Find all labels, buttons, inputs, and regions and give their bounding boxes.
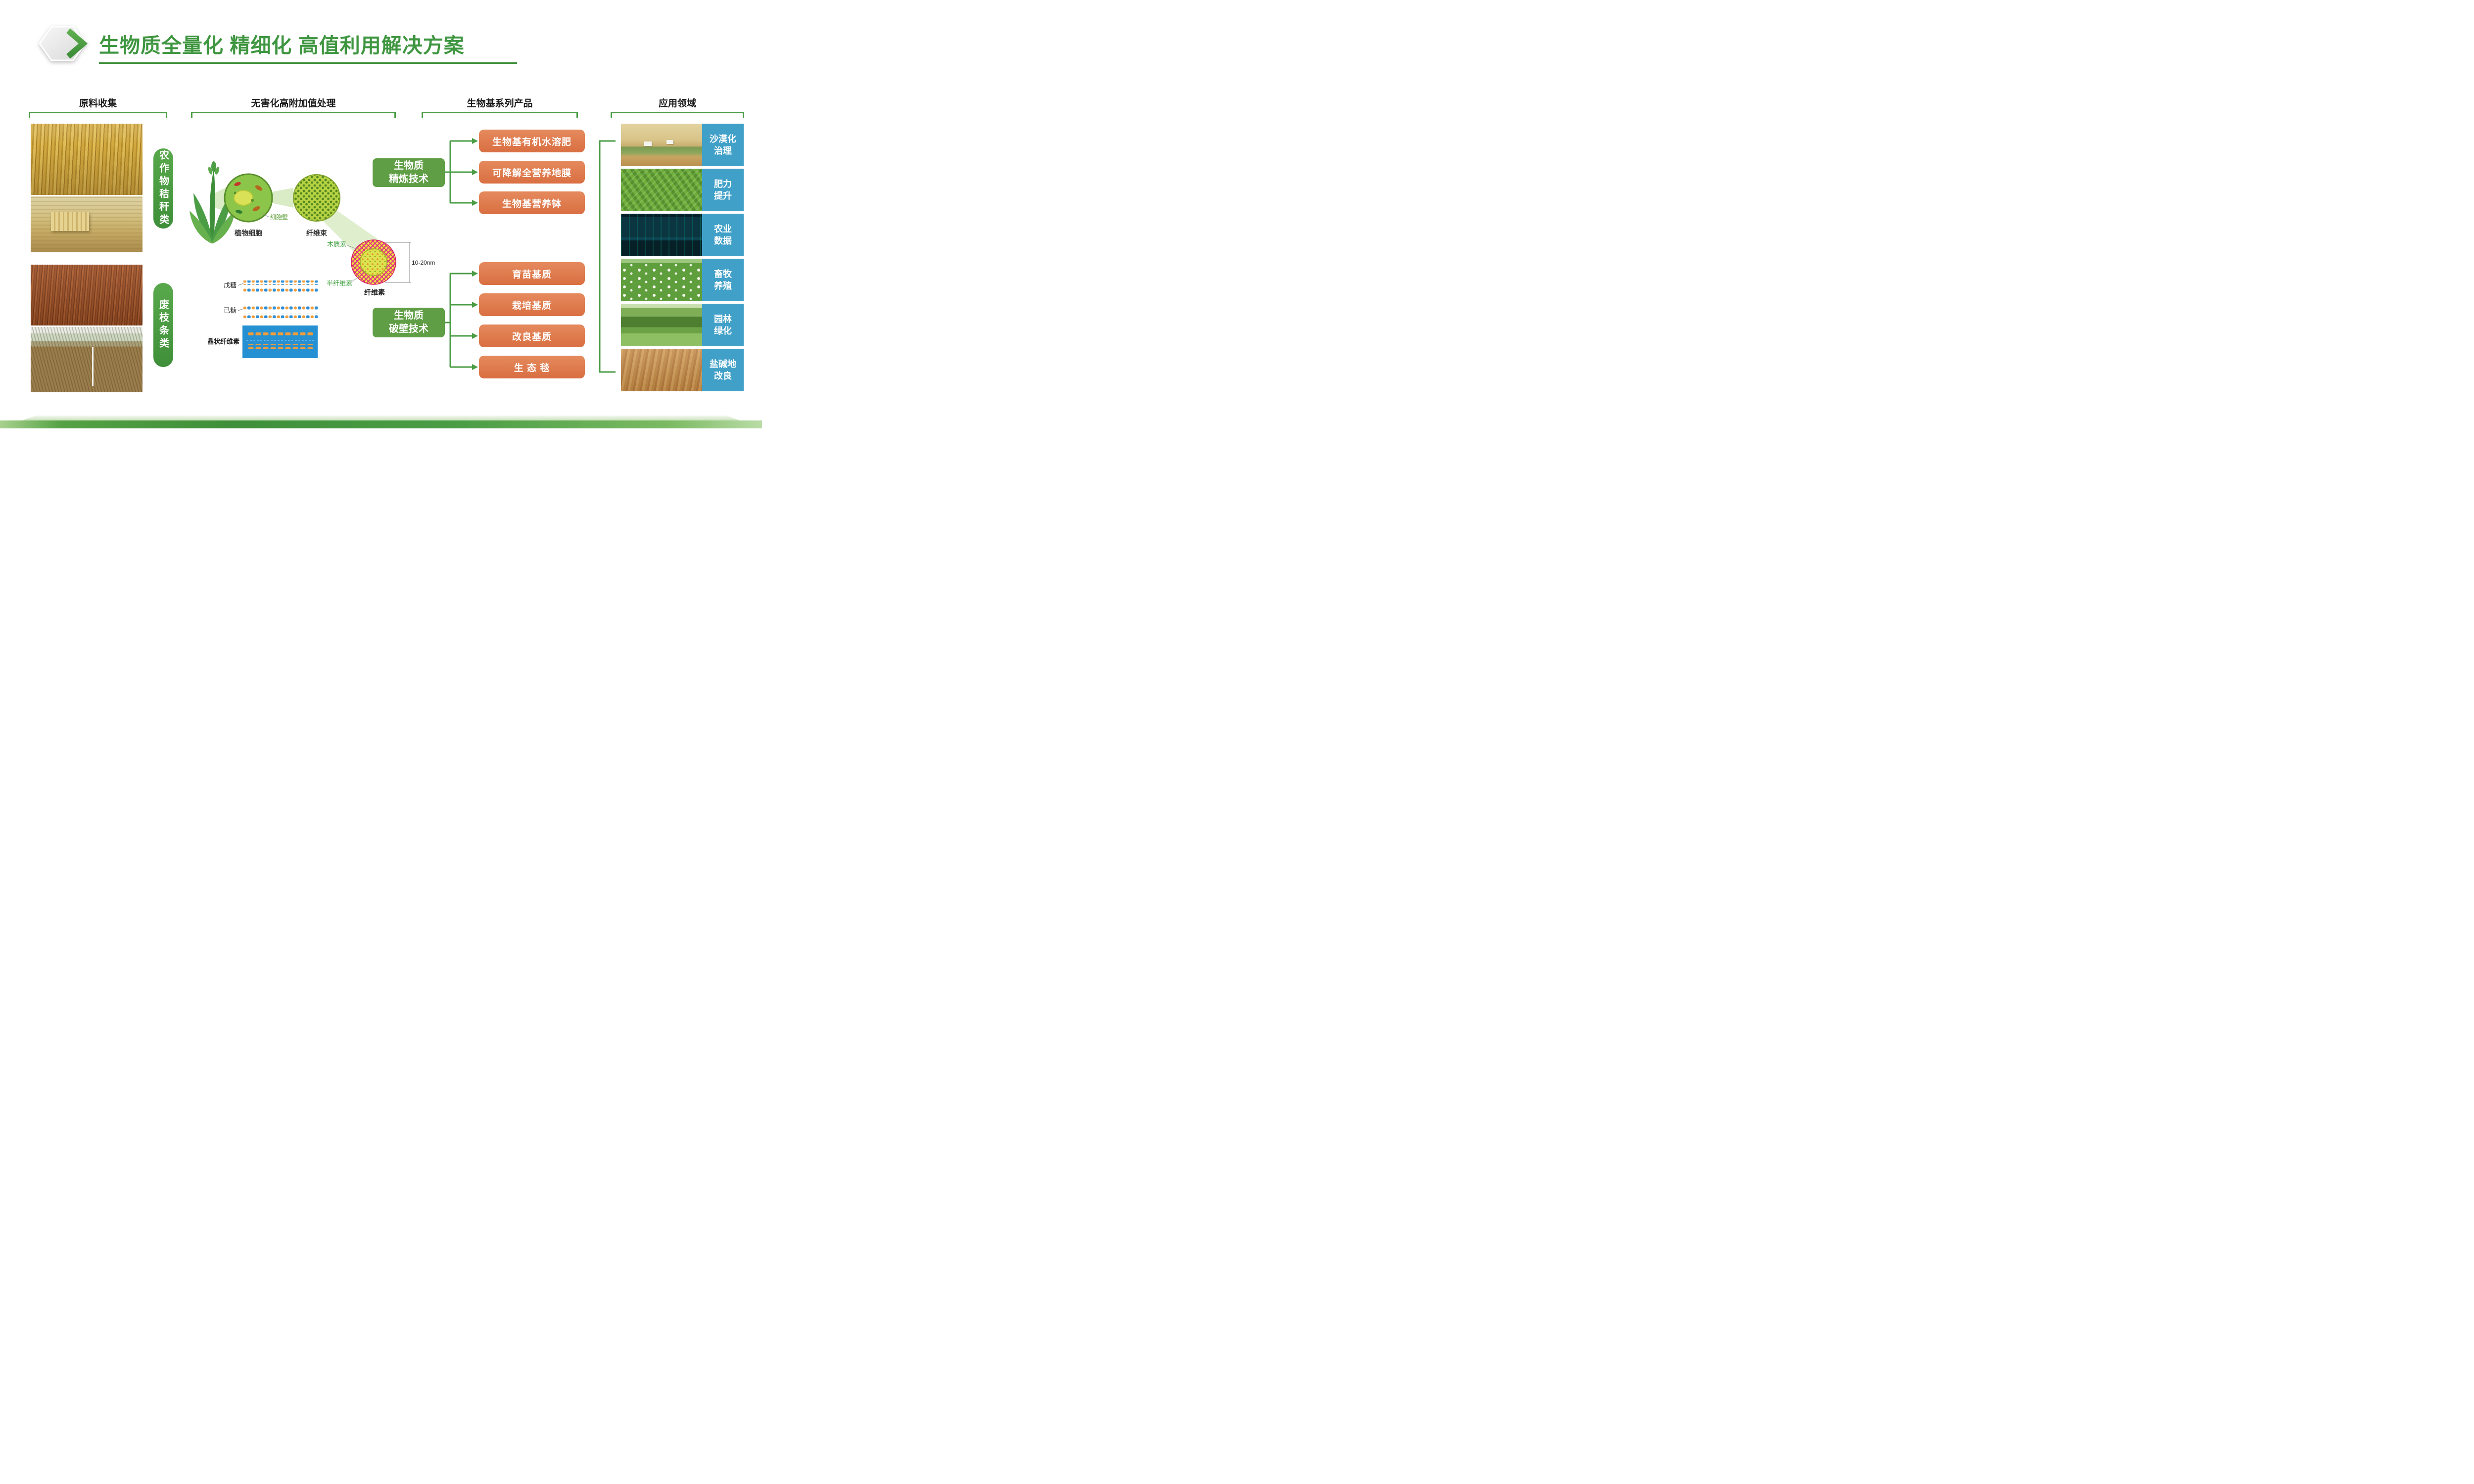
product-chip-cultivation-substrate: 栽培基质: [479, 293, 585, 316]
footer-ribbon-light: [18, 416, 744, 422]
cellulose-label: 纤维素: [364, 288, 385, 296]
app-label-saline-soil-improvement: 盐碱地 改良: [702, 349, 744, 391]
plant-cell-diagram: [224, 173, 273, 223]
brand-hexagon-logo: [39, 26, 88, 61]
product-chip-improved-substrate: 改良基质: [479, 325, 585, 347]
hexose-label: 已糖: [224, 307, 237, 314]
category-pill-label: 废枝条类: [157, 299, 169, 351]
crystalline-cellulose-label: 晶状纤维素: [207, 338, 239, 345]
app-label-fertility-improvement: 肥力 提升: [702, 169, 744, 211]
plant-illustration: [190, 161, 235, 243]
app-label-agricultural-data: 农业 数据: [702, 214, 744, 256]
arrow-icon: [472, 302, 478, 308]
fiber-bundle-label: 纤维束: [306, 229, 328, 237]
category-pill-crop-straw: 农作物秸秆类: [153, 148, 173, 229]
pentose-chain-row: [243, 280, 318, 285]
hexose-chain-row: [243, 314, 318, 318]
photo-straw-bales: [31, 196, 143, 252]
product-chip-water-soluble-fertilizer: 生物基有机水溶肥: [479, 130, 585, 152]
pentose-chain-row: [243, 288, 318, 293]
arrow-icon: [472, 169, 478, 175]
category-pill-waste-branches: 废枝条类: [153, 283, 173, 367]
bracket-applications: [611, 112, 744, 118]
section-header-applications: 应用领域: [658, 98, 696, 109]
presentation-slide: 生物质全量化 精细化 高值利用解决方案 原料收集 无害化高附加值处理 生物基系列…: [0, 0, 762, 428]
photo-corn-stalks-field: [31, 124, 143, 195]
tech-box-wall-breaking: 生物质 破壁技术: [373, 308, 445, 337]
hemicellulose-label: 半纤维素: [327, 279, 352, 287]
category-pill-label: 农作物秸秆类: [157, 150, 169, 227]
footer-ribbon: [0, 420, 762, 428]
plant-cell-label: 植物细胞: [234, 229, 262, 237]
app-photo-park-greenery: [621, 304, 702, 346]
diameter-label: 10-20nm: [412, 259, 435, 266]
app-photo-cabbage-field: [621, 169, 702, 211]
arrow-icon: [472, 271, 478, 277]
bracket-products: [422, 112, 578, 118]
bracket-collection: [29, 112, 167, 118]
hexose-chain-row: [243, 306, 318, 310]
section-header-processing: 无害化高附加值处理: [251, 98, 336, 109]
photo-pruned-branches: [31, 327, 143, 392]
lignin-label: 木质素: [327, 240, 346, 248]
processing-diagram: 细胞壁 植物细胞 纤维束 木质素 半纤维素 纤维素 10-20nm 戊糖 已糖 …: [190, 161, 435, 358]
refining-connectors: [443, 138, 478, 206]
arrow-icon: [472, 364, 478, 370]
product-chip-seedling-substrate: 育苗基质: [479, 262, 585, 285]
cellulose-core-diagram: [360, 248, 387, 276]
arrow-icon: [472, 138, 478, 144]
app-photo-desert-restoration: [621, 124, 702, 166]
pentose-label: 戊糖: [224, 281, 237, 289]
section-header-products: 生物基系列产品: [467, 98, 533, 109]
photo-red-branch-pile: [31, 265, 143, 325]
tech-box-refining: 生物质 精炼技术: [373, 158, 445, 187]
applications-bracket-line: [599, 140, 616, 373]
product-chip-eco-blanket: 生 态 毯: [479, 356, 585, 378]
app-label-landscaping: 园林 绿化: [702, 304, 744, 346]
product-chip-degradable-mulch-film: 可降解全营养地膜: [479, 161, 585, 184]
app-photo-plowed-saline-soil: [621, 349, 702, 391]
hexagon-shape: [39, 26, 86, 61]
title-underline: [99, 62, 517, 64]
chevron-icon: [66, 28, 88, 59]
page-title: 生物质全量化 精细化 高值利用解决方案: [99, 34, 465, 57]
fiber-bundle-diagram: [293, 174, 340, 222]
cell-wall-label: 细胞壁: [270, 213, 288, 221]
app-label-desertification-control: 沙漠化 治理: [702, 124, 744, 166]
app-photo-data-control-screens: [621, 214, 702, 256]
app-label-livestock-breeding: 畜牧 养殖: [702, 259, 744, 301]
crystalline-cellulose-panel: [242, 325, 318, 358]
beam-cell-to-fiber: [271, 188, 293, 208]
wall-breaking-connectors: [443, 271, 478, 370]
app-photo-sheep-grazing: [621, 259, 702, 301]
section-header-collection: 原料收集: [79, 98, 117, 109]
bracket-processing: [191, 112, 396, 118]
arrow-icon: [472, 200, 478, 206]
arrow-icon: [472, 333, 478, 339]
product-chip-nutrition-pot: 生物基营养钵: [479, 191, 585, 214]
